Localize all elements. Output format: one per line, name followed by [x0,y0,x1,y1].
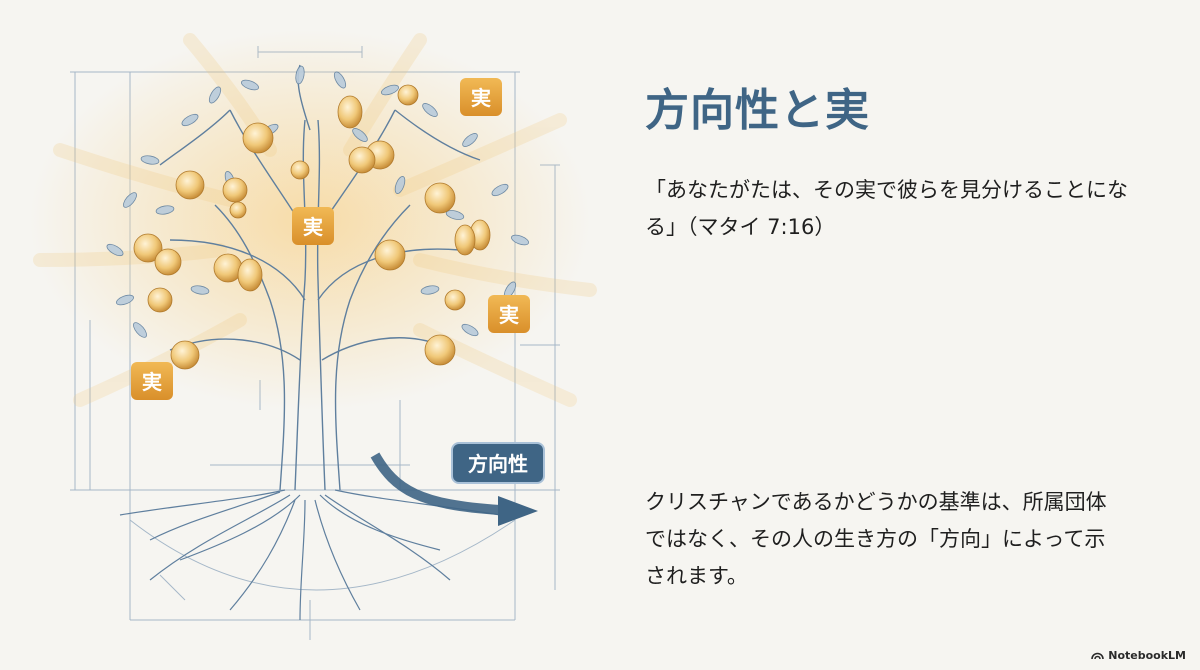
fruit-label-text: 実 [303,215,323,239]
fruit-label-text: 実 [142,370,162,394]
notebooklm-logo-icon [1091,652,1105,660]
arrow-right-icon [370,452,538,526]
notebooklm-watermark: NotebookLM [1091,649,1186,662]
tree-illustration: 実 実 実 実 方向性 [30,30,597,640]
scripture-quote: 「あなたがたは、その実で彼らを見分けることになる」（マタイ 7:16） [645,178,1128,239]
fruit-label-badge-1: 実 [460,78,502,116]
fruit-label-badge-2: 実 [292,207,334,245]
slide-title: 方向性と実 [645,85,870,136]
fruit-label-text: 実 [471,86,491,110]
tree-roots [119,489,501,621]
direction-label-badge: 方向性 [451,442,545,484]
fruit-label-badge-4: 実 [131,362,173,400]
body-text: クリスチャンであるかどうかの基準は、所属団体ではなく、その人の生き方の「方向」に… [645,490,1107,588]
watermark-text: NotebookLM [1108,649,1186,662]
direction-label-text: 方向性 [468,452,528,476]
fruit-label-badge-3: 実 [488,295,530,333]
tree-fruits [133,84,491,370]
fruit-label-text: 実 [499,303,519,327]
